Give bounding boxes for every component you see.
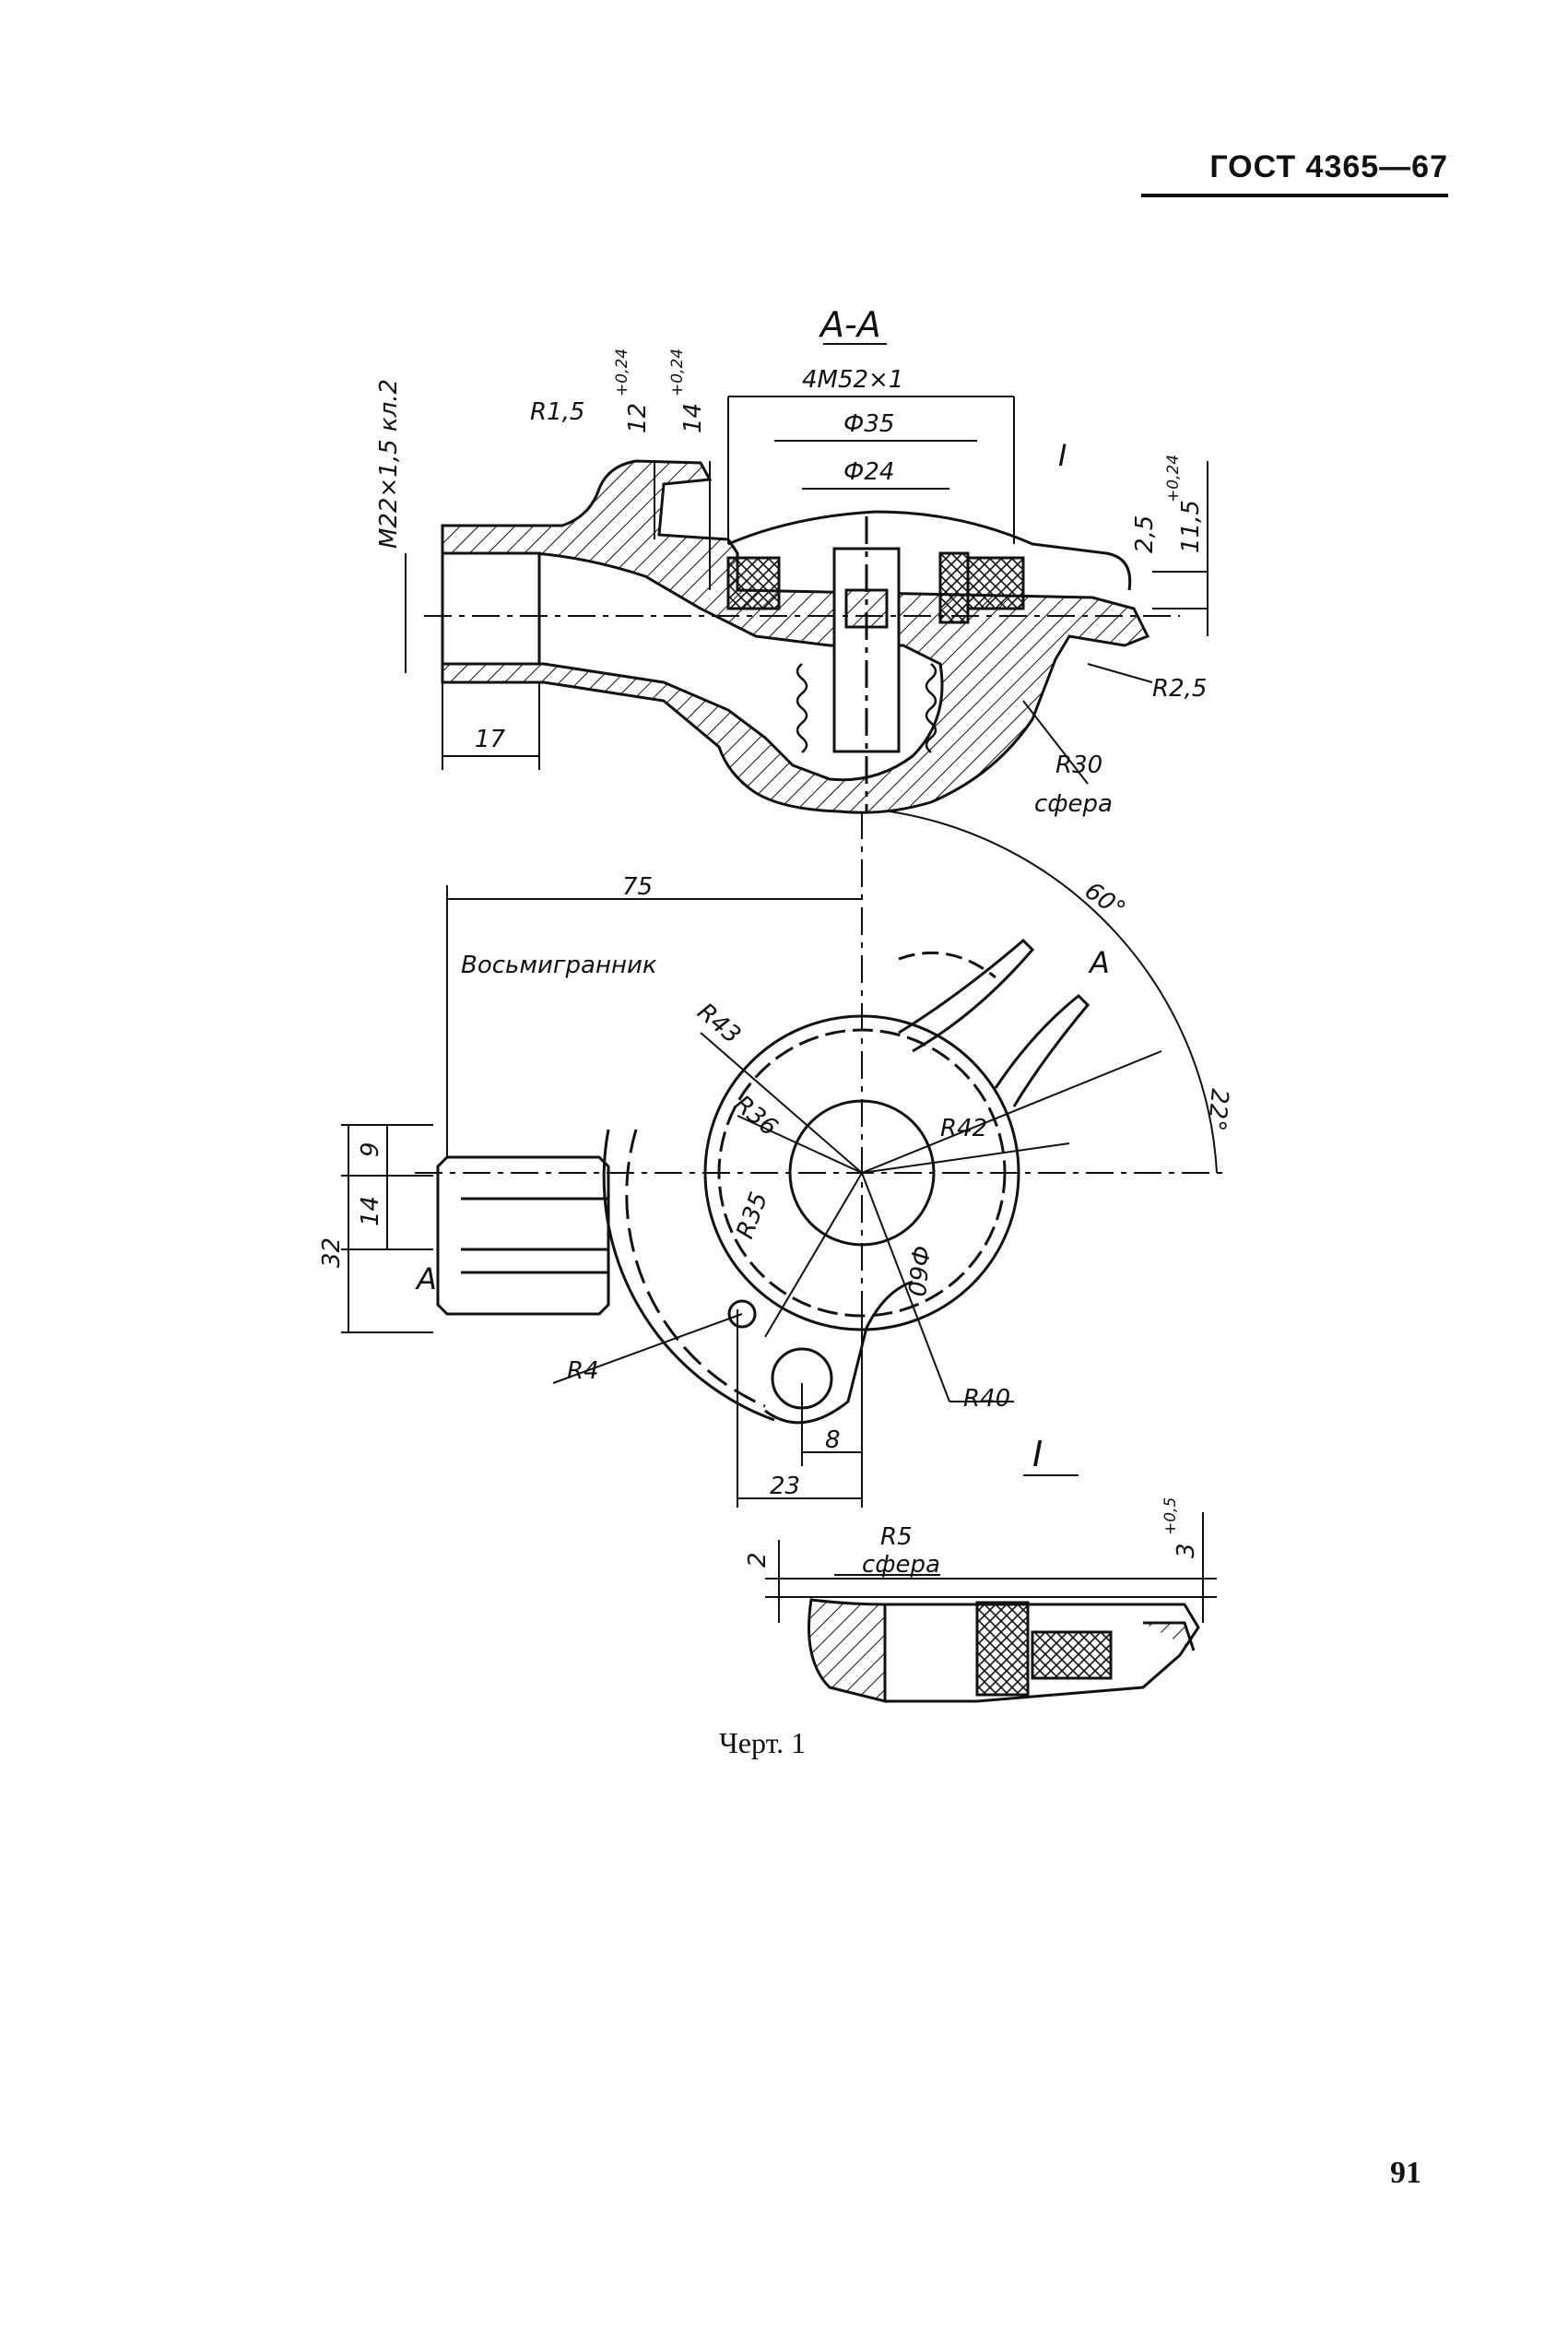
section-dimensions <box>405 396 1208 785</box>
label-d24: Ф24 <box>843 458 894 486</box>
standard-header: ГОСТ 4365—67 <box>1209 149 1448 184</box>
detail-i-view <box>765 1512 1217 1703</box>
label-sphere: сфера <box>1034 790 1113 818</box>
figure-caption: Черт. 1 <box>719 1726 807 1759</box>
label-14-tol: +0,24 <box>668 349 687 396</box>
label-3-tol: +0,5 <box>1161 1497 1180 1535</box>
label-thread-pipe: М22×1,5 кл.2 <box>375 379 403 549</box>
label-22-deg: 22° <box>1202 1087 1233 1132</box>
label-r42: R42 <box>940 1115 987 1142</box>
plan-dimensions <box>341 885 1079 1508</box>
label-r35: R35 <box>731 1189 773 1242</box>
label-75: 75 <box>622 873 653 901</box>
label-2-5: 2,5 <box>1131 515 1159 553</box>
label-32: 32 <box>318 1237 346 1268</box>
label-section-mark-top: А <box>1088 945 1110 980</box>
page-number: 91 <box>1390 2156 1421 2190</box>
label-d60: Ф60 <box>902 1244 934 1297</box>
label-14: 14 <box>679 403 707 433</box>
label-d35: Ф35 <box>843 410 894 438</box>
label-8: 8 <box>825 1426 841 1454</box>
label-11-5-tol: +0,24 <box>1164 455 1183 503</box>
section-title: А-А <box>818 304 881 345</box>
label-r43: R43 <box>692 998 746 1049</box>
section-a-a-view <box>424 459 1180 814</box>
label-2: 2 <box>744 1552 772 1568</box>
label-23: 23 <box>770 1473 800 1500</box>
label-r5: R5 <box>880 1523 913 1551</box>
label-detail-view: I <box>1032 1434 1043 1474</box>
header-rule <box>1141 194 1448 197</box>
label-section-mark-left: А <box>415 1261 437 1296</box>
label-9: 9 <box>357 1142 384 1157</box>
label-r1-5: R1,5 <box>530 398 584 426</box>
label-14b: 14 <box>357 1196 384 1226</box>
label-r4: R4 <box>567 1357 599 1385</box>
label-r2-5: R2,5 <box>1152 675 1207 703</box>
label-detail-mark: I <box>1058 438 1067 473</box>
label-3: 3 <box>1173 1543 1200 1558</box>
plan-view <box>415 811 1226 1457</box>
label-sphere2: сфера <box>862 1551 940 1579</box>
label-17: 17 <box>475 726 506 753</box>
label-12: 12 <box>624 403 652 433</box>
label-4m52: 4М52×1 <box>802 366 903 394</box>
label-60-deg: 60° <box>1079 877 1130 924</box>
label-octagon: Восьмигранник <box>461 952 657 979</box>
label-11-5: 11,5 <box>1177 500 1205 553</box>
label-r40: R40 <box>963 1385 1010 1413</box>
label-12-tol: +0,24 <box>613 349 631 396</box>
label-r30: R30 <box>1055 751 1102 779</box>
